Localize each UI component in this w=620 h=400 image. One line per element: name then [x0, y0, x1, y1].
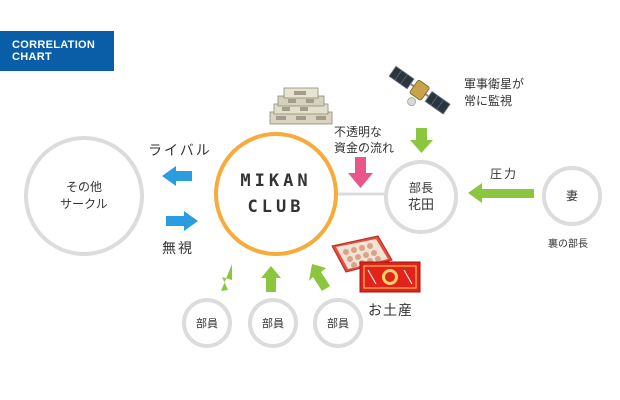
other-circle-line-2: サークル — [60, 197, 108, 211]
other-circle-line-1: その他 — [65, 180, 102, 194]
member-label-2: 部員 — [262, 316, 284, 330]
satellite-label-line-2: 常に監視 — [464, 94, 513, 108]
member-label-1: 部員 — [196, 316, 218, 330]
other-circle-node: その他 サークル — [24, 136, 144, 256]
manager-name: 花田 — [407, 198, 434, 213]
manager-title: 部長 — [408, 181, 433, 195]
satellite-icon — [388, 65, 451, 115]
rival-arrow — [162, 166, 192, 186]
pressure-arrow — [468, 183, 534, 203]
satellite-label: 軍事衛星が 常に監視 — [464, 76, 524, 110]
rival-label: ライバル — [148, 143, 212, 159]
satellite-arrow — [410, 128, 433, 153]
badge-line-1: CORRELATION — [12, 39, 96, 51]
manager-node: 部長 花田 — [384, 160, 458, 234]
club-name-line-2: CLUB — [247, 197, 305, 217]
member-node-2: 部員 — [248, 298, 298, 348]
member-node-1: 部員 — [182, 298, 232, 348]
badge-line-2: CHART — [12, 51, 52, 63]
souvenir-box-icon — [331, 235, 421, 293]
club-name-line-1: MIKAN — [240, 171, 312, 191]
member-arrow-1 — [221, 264, 232, 291]
member-arrow-3 — [309, 264, 330, 291]
wife-label: 妻 — [565, 188, 578, 203]
pressure-label: 圧力 — [490, 167, 519, 181]
funds-arrow — [348, 157, 373, 188]
funds-label-line-1: 不透明な — [334, 125, 383, 139]
money-stack-icon — [269, 87, 333, 125]
chart-badge: CORRELATION CHART — [0, 31, 114, 71]
ignore-label: 無視 — [162, 241, 194, 257]
member-label-3: 部員 — [327, 316, 349, 330]
satellite-label-line-1: 軍事衛星が — [464, 77, 525, 91]
funds-label-line-2: 資金の流れ — [334, 141, 395, 155]
souvenir-label: お土産 — [368, 303, 413, 319]
funds-label: 不透明な 資金の流れ — [334, 124, 394, 156]
mikan-club-node: MIKAN CLUB — [214, 132, 338, 256]
member-arrow-2 — [261, 266, 281, 292]
ignore-arrow — [166, 211, 198, 231]
wife-node: 妻 — [542, 166, 602, 226]
member-node-3: 部員 — [313, 298, 363, 348]
wife-caption: 裏の部長 — [548, 239, 588, 250]
